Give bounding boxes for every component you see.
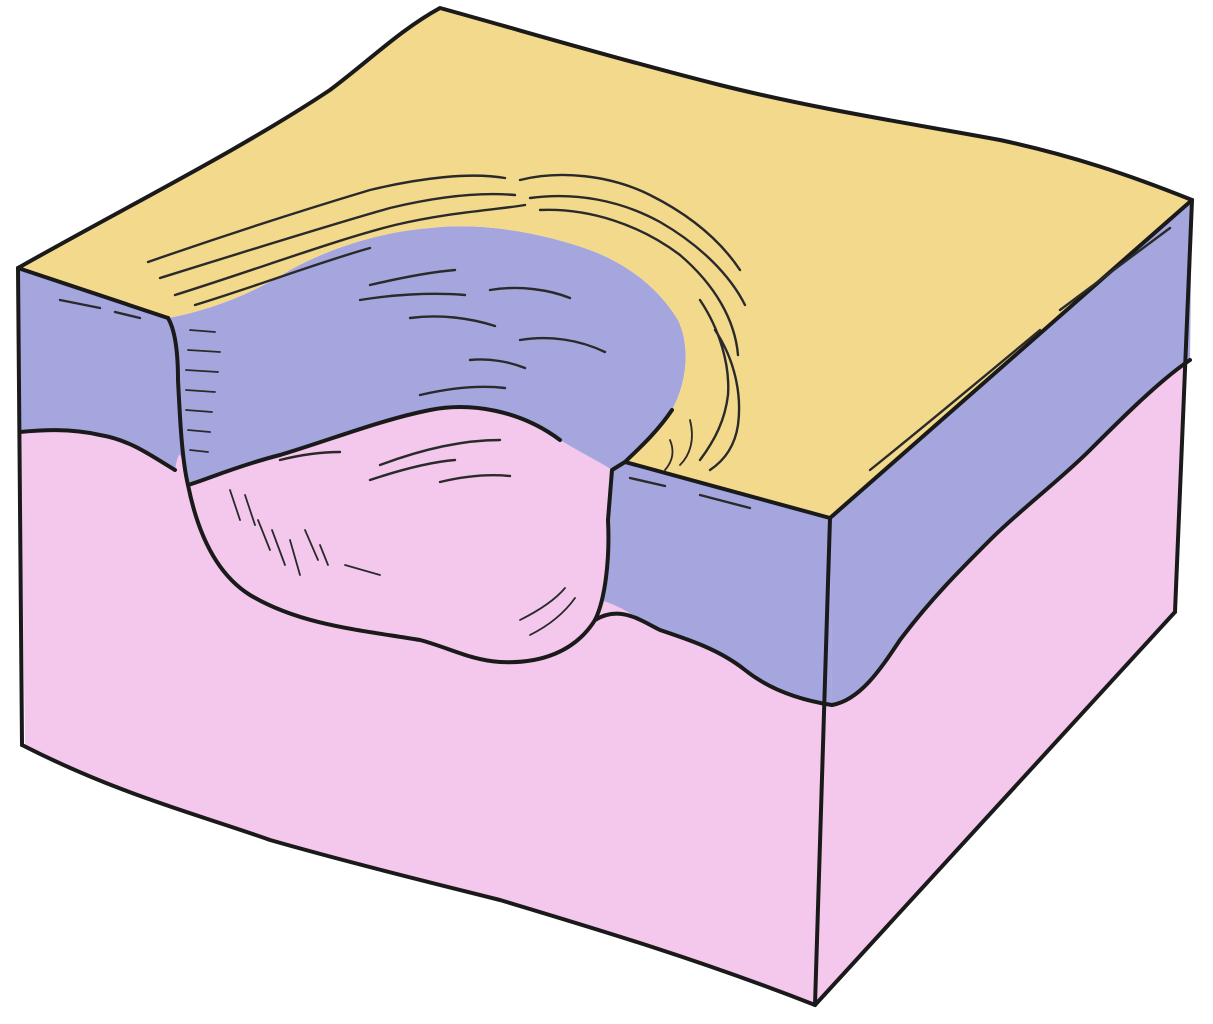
hatch-line [519, 587, 566, 621]
right-corner-edge [1173, 198, 1194, 614]
front-top-edge [16, 266, 170, 320]
layer-boundary-front-right [593, 611, 834, 707]
hatch-line [173, 203, 527, 297]
hatch-line [708, 328, 741, 472]
hatching-middle-layer [58, 226, 1172, 510]
hatch-line [244, 494, 256, 526]
hatch-line [679, 419, 693, 466]
block-outlines [16, 6, 1194, 1007]
hatching-mound [229, 438, 576, 636]
layer-boundary-front-left [18, 428, 177, 472]
hatch-line [344, 564, 381, 576]
front-corner-edge [813, 516, 832, 1007]
left-corner-edge [16, 266, 24, 747]
hatch-line [358, 292, 467, 302]
hatch-line [185, 409, 213, 413]
hatch-line [538, 208, 740, 357]
hatch-line [189, 449, 209, 453]
bottom-side-edge [813, 610, 1177, 1007]
hatch-line [158, 192, 517, 280]
top-surface [18, 8, 1192, 518]
hatch-line [278, 450, 342, 462]
hatch-line [113, 310, 142, 320]
hatch-line [418, 385, 507, 397]
layer-boundary-side [830, 358, 1192, 707]
hatch-line [628, 476, 667, 488]
hatch-line [187, 349, 221, 353]
hatch-line [518, 336, 607, 354]
hatch-line [368, 268, 457, 287]
middle-layer-side-face [830, 200, 1192, 705]
depression-rim [166, 316, 674, 665]
hatch-line [698, 493, 752, 510]
hatch-line [193, 246, 372, 307]
depression-blue-wall [168, 226, 686, 485]
hatch-line [271, 529, 286, 566]
hatch-line [187, 429, 211, 433]
hatch-line [528, 194, 747, 307]
hatch-line [289, 539, 301, 576]
hatch-line [304, 529, 319, 561]
hatch-line [488, 286, 572, 300]
exposed-bottom-layer-mound [188, 407, 612, 663]
hatch-line [58, 298, 102, 310]
top-surface-edge [16, 6, 1194, 270]
hatch-line [146, 174, 507, 264]
hatch-line [319, 544, 329, 566]
bottom-layer-front-face [18, 268, 830, 1005]
hatch-line [368, 458, 457, 482]
hatch-line [185, 369, 219, 373]
hatch-line [698, 298, 730, 462]
hatch-line [868, 328, 1042, 472]
hatch-line [189, 329, 216, 333]
hatch-line [1058, 226, 1172, 312]
hatch-line [529, 597, 576, 636]
bottom-front-edge [20, 743, 817, 1007]
hatching-top-surface [146, 173, 747, 472]
hatch-line [664, 439, 674, 471]
mound-edge [186, 405, 562, 487]
hatch-line [185, 389, 216, 393]
hatch-line [378, 438, 502, 467]
hatch-line [408, 315, 497, 328]
hatch-line [468, 358, 527, 370]
hatch-line [257, 519, 271, 551]
hatch-line [518, 173, 742, 272]
hatch-line [438, 474, 512, 484]
hatch-line [229, 489, 241, 521]
